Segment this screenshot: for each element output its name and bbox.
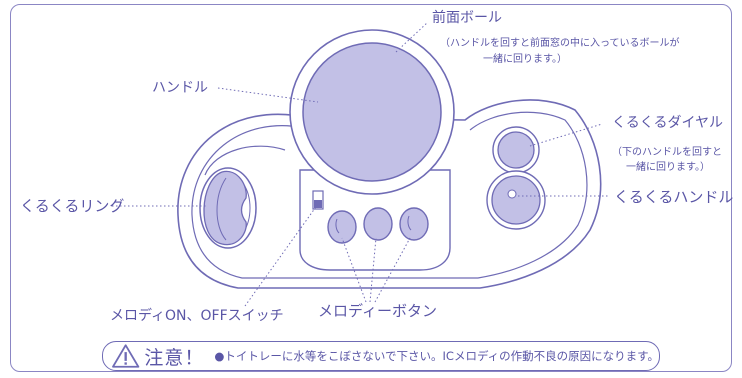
label-kurukuru-dial-note-1: （下のハンドルを回すと xyxy=(612,146,722,158)
ring-groove xyxy=(216,177,227,241)
label-melody-switch: メロディON、OFFスイッチ xyxy=(110,307,284,324)
leader-button-3 xyxy=(374,237,411,303)
tray-left-lobe xyxy=(204,145,286,176)
leader-front-ball xyxy=(395,21,429,53)
leader-handle xyxy=(217,87,319,103)
melody-button-highlight-1 xyxy=(335,218,340,234)
label-front-ball-note-1: （ハンドルを回すと前面窓の中に入っているボールが xyxy=(440,36,680,49)
melody-button-1[interactable] xyxy=(327,210,357,244)
label-kurukuru-dial-note-2: 一緒に回ります。） xyxy=(626,160,710,173)
melody-button-highlight-3 xyxy=(407,215,412,231)
tray-inner-rim xyxy=(191,111,588,279)
melody-button-2[interactable] xyxy=(363,207,393,241)
kurukuru-handle-knob xyxy=(507,189,517,199)
label-kurukuru-ring: くるくるリング xyxy=(20,197,124,215)
warning-title: 注意！ xyxy=(144,346,205,369)
diagram-frame xyxy=(10,4,732,372)
warning-icon xyxy=(112,344,140,368)
kurukuru-ring xyxy=(203,170,247,246)
kurukuru-dial[interactable] xyxy=(497,131,535,169)
warning-text: ●トイトレーに水等をこぼさないで下さい。ICメロディの作動不良の原因になります。 xyxy=(214,349,659,363)
label-front-ball-note-2: 一緒に回ります。） xyxy=(483,52,567,65)
melody-button-3[interactable] xyxy=(399,207,429,241)
label-kurukuru-handle: くるくるハンドル xyxy=(614,188,733,206)
label-melody-buttons: メロディーボタン xyxy=(318,302,437,320)
leader-button-2 xyxy=(369,237,377,303)
leader-lines xyxy=(112,21,610,307)
label-kurukuru-dial: くるくるダイヤル xyxy=(612,115,723,131)
leader-switch xyxy=(244,203,319,307)
handle[interactable] xyxy=(302,42,442,182)
kurukuru-handle[interactable] xyxy=(491,175,541,225)
leader-button-1 xyxy=(341,237,367,303)
leader-dial xyxy=(529,123,603,147)
label-handle: ハンドル xyxy=(152,80,208,96)
label-front-ball: 前面ボール xyxy=(432,9,502,26)
warning-box: 注意！ ●トイトレーに水等をこぼさないで下さい。ICメロディの作動不良の原因にな… xyxy=(102,341,660,371)
